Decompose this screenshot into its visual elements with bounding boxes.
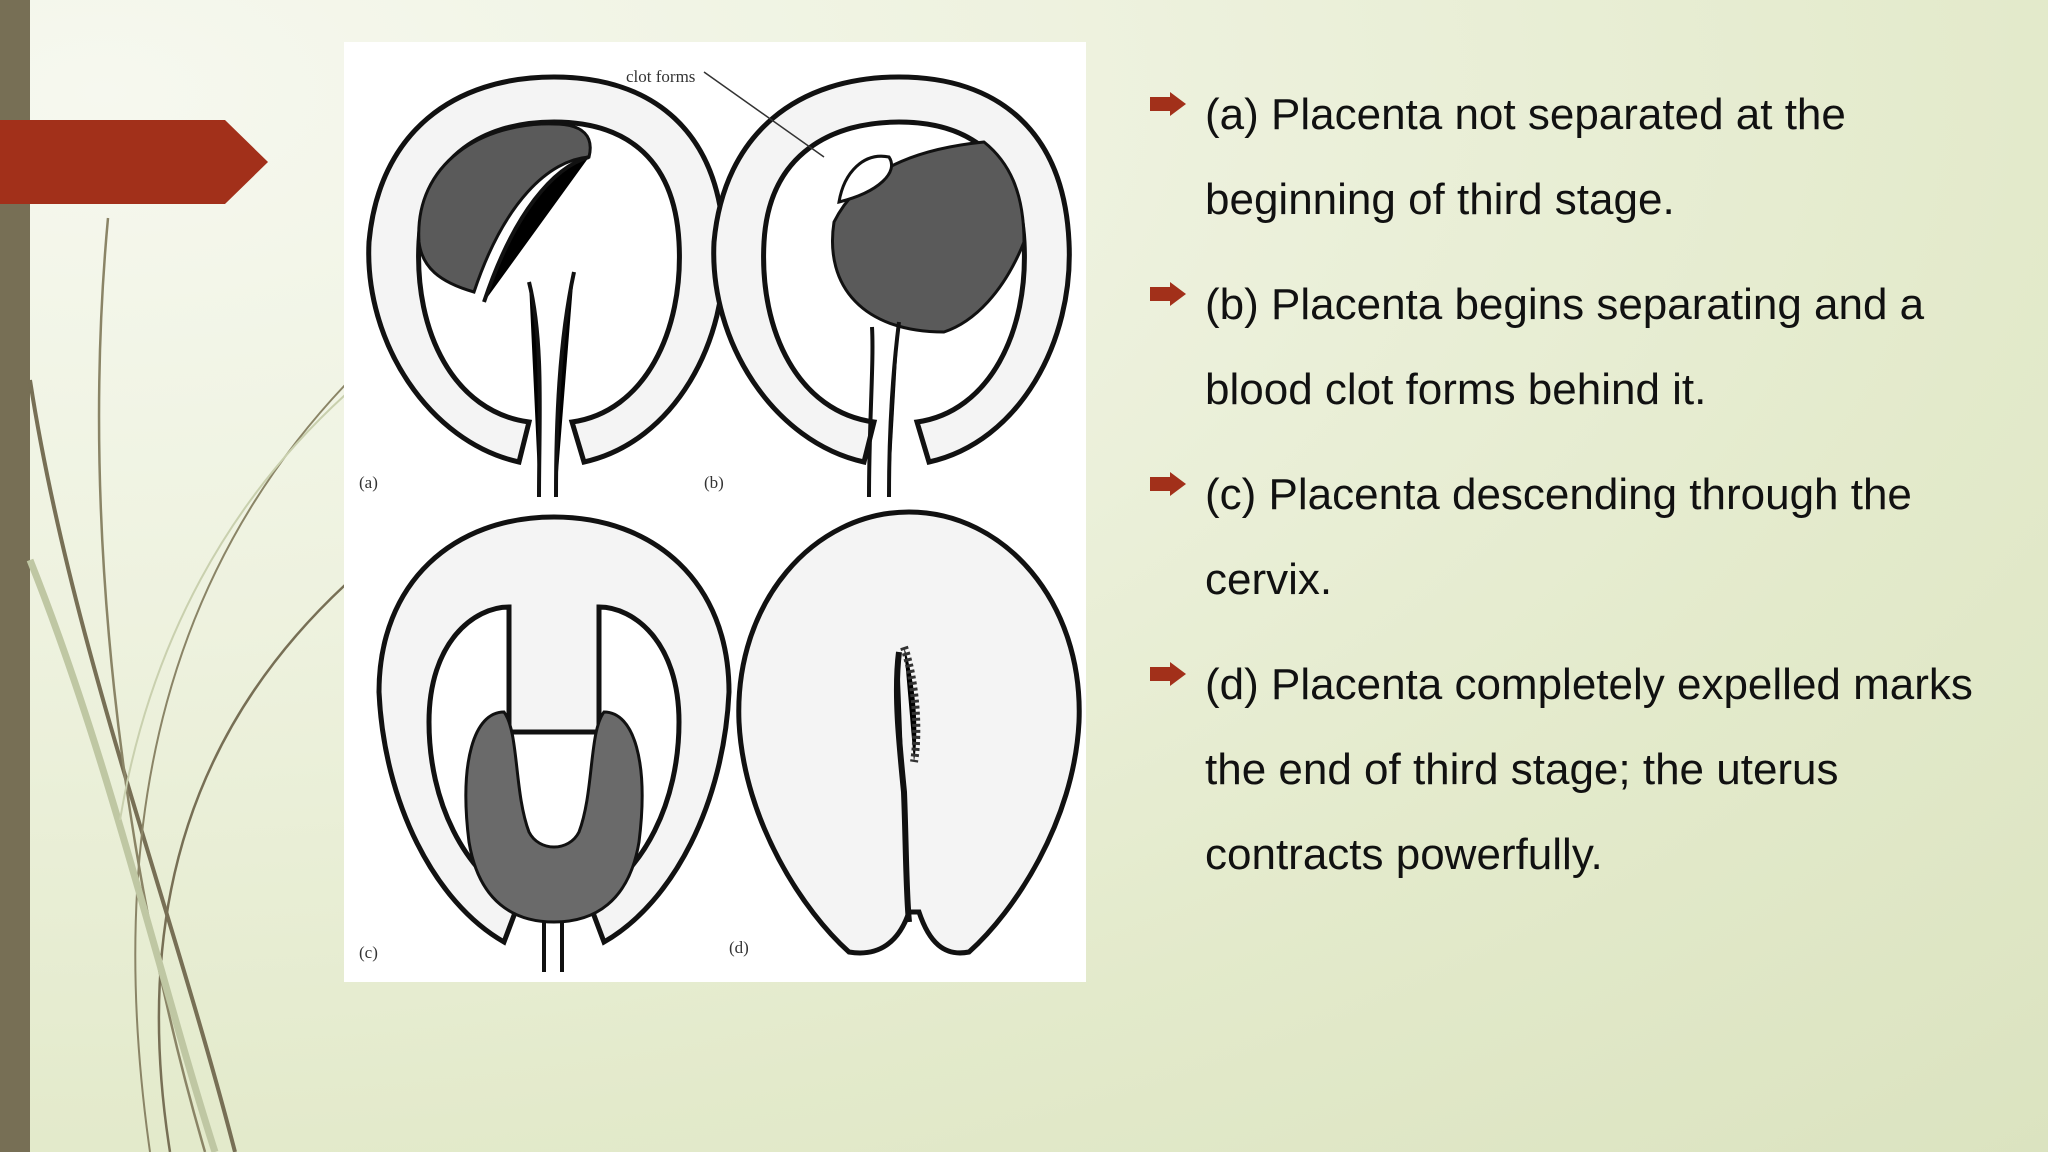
panel-d-illustration: (d) — [729, 509, 1082, 957]
arrow-bullet-icon — [1150, 282, 1186, 306]
placenta-stages-figure: (a) clot forms (b) (c) (d) — [344, 42, 1086, 982]
bullet-text-d: (d) Placenta completely expelled marks t… — [1205, 660, 1973, 879]
panel-c-illustration: (c) — [359, 514, 732, 972]
panel-b-illustration: clot forms (b) — [626, 67, 1072, 498]
bullet-text-c: (c) Placenta descending through the cerv… — [1205, 470, 1912, 604]
bullet-item-d: (d) Placenta completely expelled marks t… — [1150, 642, 2010, 897]
panel-a-illustration: (a) — [359, 74, 727, 498]
bullet-text-b: (b) Placenta begins separating and a blo… — [1205, 280, 1925, 414]
arrow-bullet-icon — [1150, 472, 1186, 496]
panel-a-label: (a) — [359, 473, 378, 492]
bullet-item-c: (c) Placenta descending through the cerv… — [1150, 452, 2010, 622]
arrow-bullet-icon — [1150, 662, 1186, 686]
bullet-item-b: (b) Placenta begins separating and a blo… — [1150, 262, 2010, 432]
panel-c-label: (c) — [359, 943, 378, 962]
title-arrow-shape — [0, 120, 268, 204]
bullet-text-a: (a) Placenta not separated at the beginn… — [1205, 90, 1846, 224]
panel-b-label: (b) — [704, 473, 724, 492]
panel-d-label: (d) — [729, 938, 749, 957]
bullet-list: (a) Placenta not separated at the beginn… — [1150, 72, 2010, 917]
bullet-item-a: (a) Placenta not separated at the beginn… — [1150, 72, 2010, 242]
arrow-bullet-icon — [1150, 92, 1186, 116]
clot-forms-callout: clot forms — [626, 67, 695, 86]
decorative-curves — [26, 217, 346, 1152]
